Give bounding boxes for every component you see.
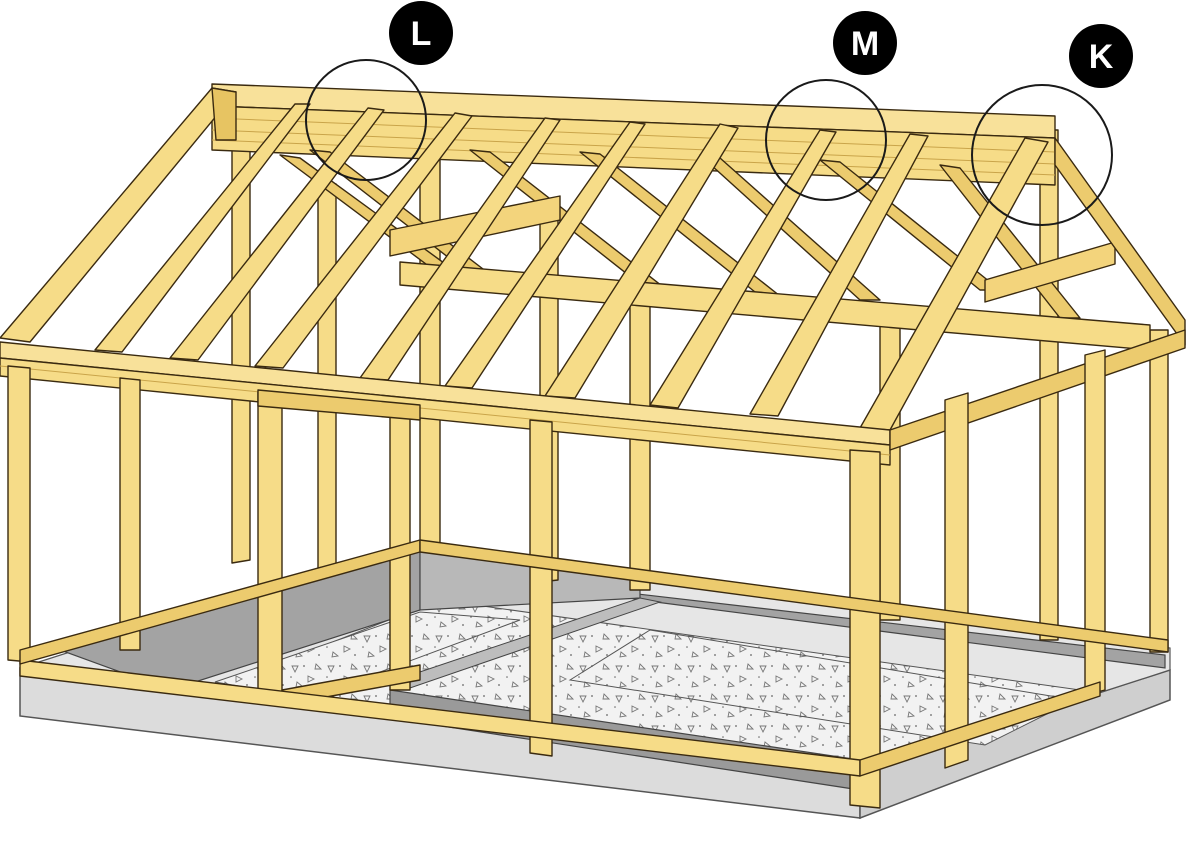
left-gable-rafter bbox=[0, 87, 237, 343]
front-wall-posts bbox=[7, 349, 1106, 809]
gable-tie-right bbox=[984, 241, 1116, 303]
timber-frame bbox=[0, 83, 1186, 809]
detail-circle-k bbox=[971, 84, 1113, 226]
callout-badge-l: L bbox=[389, 1, 453, 65]
front-rafters bbox=[94, 103, 1049, 431]
callout-label-l: L bbox=[411, 15, 432, 53]
detail-circles bbox=[305, 59, 1113, 226]
sill-plates bbox=[19, 539, 1169, 777]
detail-circle-m bbox=[765, 79, 887, 201]
callout-badge-k: K bbox=[1069, 24, 1133, 88]
left-gable-rafter-side bbox=[211, 87, 237, 141]
callout-label-k: K bbox=[1089, 38, 1114, 76]
callout-label-m: M bbox=[851, 25, 879, 63]
callout-badge-m: M bbox=[833, 11, 897, 75]
detail-circle-l bbox=[305, 59, 427, 181]
